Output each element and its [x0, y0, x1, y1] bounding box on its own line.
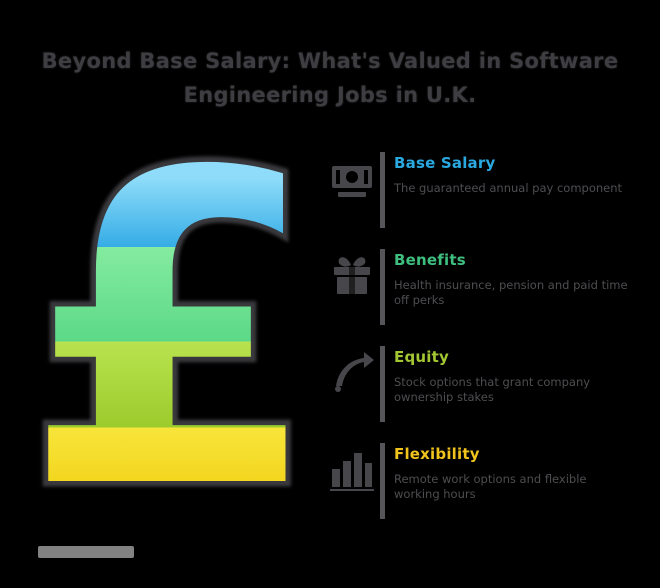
item-divider-bar: [380, 443, 385, 519]
item-description-benefits: Health insurance, pension and paid time …: [394, 278, 628, 307]
banknote-icon: [328, 152, 376, 210]
item-description-base-salary: The guaranteed annual pay component: [394, 181, 623, 195]
item-title-base-salary: Base Salary: [394, 154, 496, 172]
pound-symbol-outline: £: [17, 113, 327, 554]
gift-icon: [328, 249, 376, 307]
item-title-equity: Equity: [394, 348, 449, 366]
list-item-equity: Equity Stock options that grant company …: [328, 346, 648, 422]
page-title: Beyond Base Salary: What's Valued in Sof…: [0, 44, 660, 112]
item-description-equity: Stock options that grant company ownersh…: [394, 375, 591, 404]
item-description-flexibility: Remote work options and flexible working…: [394, 472, 587, 501]
list-item-flexibility: Flexibility Remote work options and flex…: [328, 443, 648, 519]
list-item-base-salary: Base Salary The guaranteed annual pay co…: [328, 152, 648, 228]
item-divider-bar: [380, 152, 385, 228]
item-title-flexibility: Flexibility: [394, 445, 480, 463]
pound-symbol-fill: £: [22, 83, 322, 583]
pound-symbol-graphic: £ £: [17, 83, 327, 583]
page-title-line1: Beyond Base Salary: What's Valued in Sof…: [41, 49, 619, 73]
item-divider-bar: [380, 346, 385, 422]
item-divider-bar: [380, 249, 385, 325]
bar-chart-icon: [328, 443, 376, 501]
list-item-benefits: Benefits Health insurance, pension and p…: [328, 249, 648, 325]
growth-arrow-icon: [328, 346, 376, 404]
watermark-bar: [38, 546, 134, 558]
page-title-line2: Engineering Jobs in U.K.: [183, 83, 477, 107]
item-title-benefits: Benefits: [394, 251, 466, 269]
